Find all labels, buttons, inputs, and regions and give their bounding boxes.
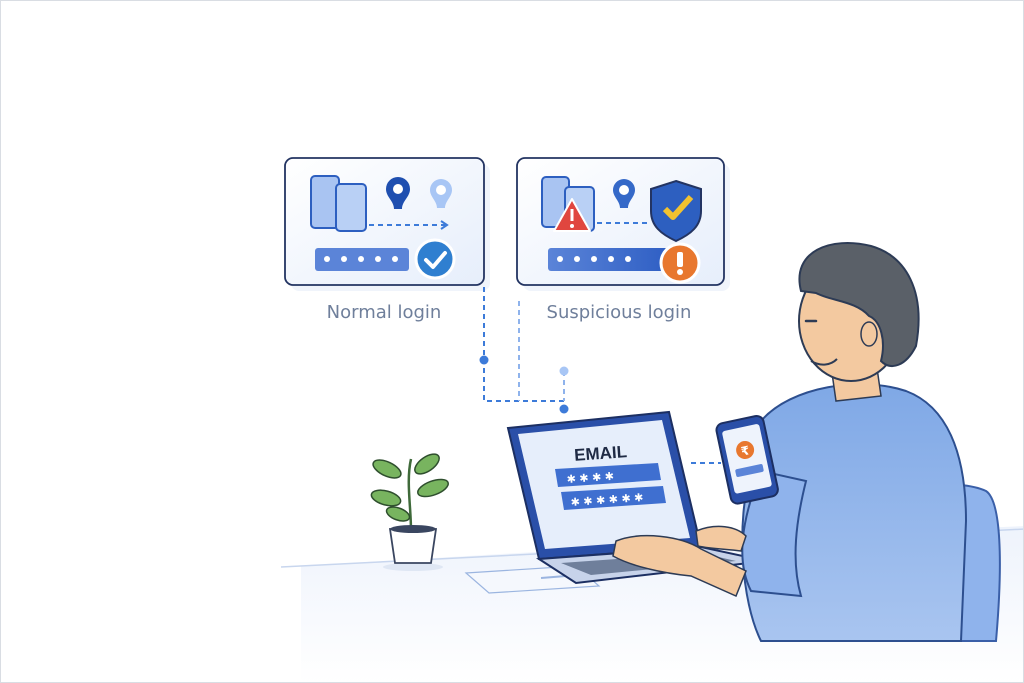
password-field [315,248,409,271]
location-pin-icon [386,177,410,209]
rupee-icon [736,440,755,459]
location-pin-light-icon [430,179,452,208]
username-field: ✱ ✱ ✱ ✱ [555,463,661,487]
normal-login-card [284,157,490,291]
connector-node [559,366,569,376]
connector-node [479,355,489,365]
person [612,242,968,642]
email-heading: EMAIL [574,442,628,465]
warning-triangle-icon [553,198,591,232]
suspicious-login-label: Suspicious login [547,302,692,323]
password-field [548,248,668,271]
rupee-symbol: ₹ [740,443,751,458]
suspicious-login-card [516,157,730,291]
normal-login-label: Normal login [327,302,442,323]
potted-plant [370,453,449,571]
check-icon [414,238,456,280]
laptop: EMAIL ✱ ✱ ✱ ✱ ✱ ✱ ✱ ✱ ✱ ✱ [506,410,767,585]
shield-check-icon [650,179,702,243]
svg-text:✱ ✱ ✱ ✱: ✱ ✱ ✱ ✱ [566,470,614,486]
devices-icon [310,175,367,232]
smartphone: ₹ [715,414,779,505]
svg-text:✱ ✱ ✱ ✱ ✱ ✱: ✱ ✱ ✱ ✱ ✱ ✱ [570,491,644,509]
location-pin-icon [613,179,635,208]
connector-node [559,404,569,414]
exclamation-icon [659,242,701,284]
password-field: ✱ ✱ ✱ ✱ ✱ ✱ [561,486,666,510]
